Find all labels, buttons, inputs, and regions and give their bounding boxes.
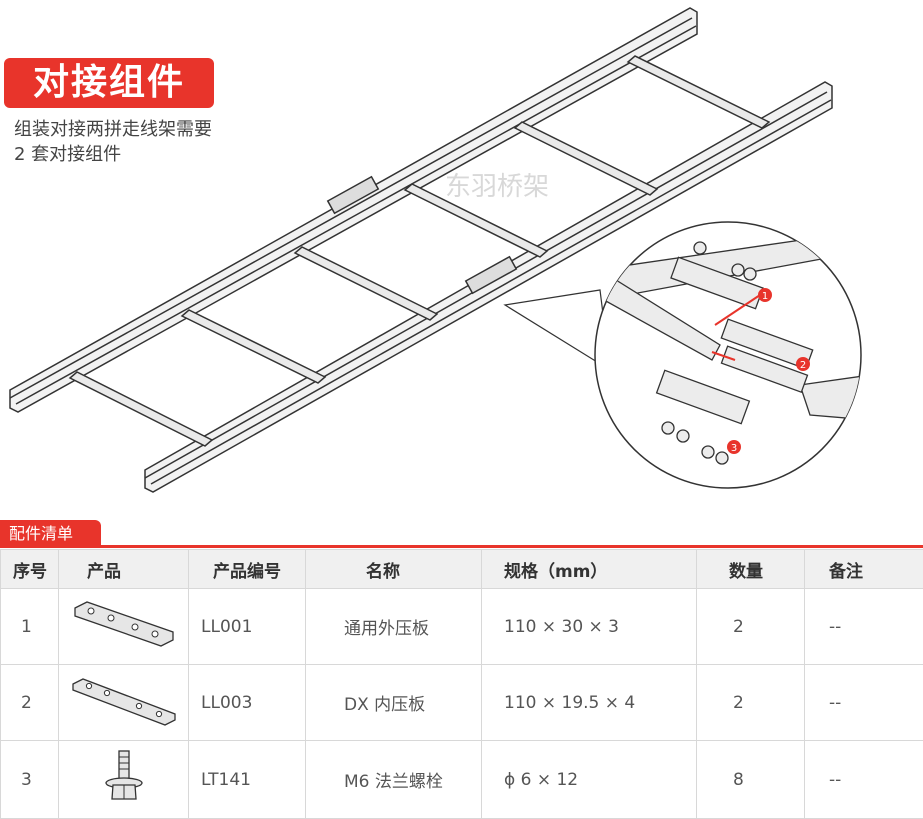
- header-code: 产品编号: [189, 550, 306, 589]
- table-row: 2 LL003 DX 内压板 110 × 19.5 × 4 2 --: [1, 665, 923, 741]
- section-divider: [0, 545, 923, 548]
- row-note: --: [805, 665, 923, 741]
- row-index: 2: [1, 665, 59, 741]
- header-qty: 数量: [697, 550, 805, 589]
- callout-3: 3: [731, 443, 737, 454]
- row-qty: 8: [697, 741, 805, 819]
- zoom-connector: [505, 290, 610, 370]
- header-note: 备注: [805, 550, 923, 589]
- row-note: --: [805, 741, 923, 819]
- cable-ladder-illustration: 东羽桥架 1 2 3: [0, 0, 923, 520]
- callout-1: 1: [762, 291, 768, 302]
- row-spec: 110 × 30 × 3: [482, 589, 697, 665]
- row-note: --: [805, 589, 923, 665]
- zoom-detail: 1 2 3: [595, 222, 870, 488]
- callout-2: 2: [800, 360, 806, 371]
- row-spec: ϕ 6 × 12: [482, 741, 697, 819]
- row-qty: 2: [697, 665, 805, 741]
- row-index: 1: [1, 589, 59, 665]
- header-product: 产品: [59, 550, 189, 589]
- row-spec: 110 × 19.5 × 4: [482, 665, 697, 741]
- inner-pressure-plate-icon: [59, 665, 189, 741]
- table-row: 3 LT141 M6 法兰螺栓 ϕ 6 × 12 8 --: [1, 741, 923, 819]
- section-label: 配件清单: [0, 520, 101, 547]
- row-name: DX 内压板: [306, 665, 482, 741]
- outer-pressure-plate-icon: [59, 589, 189, 665]
- row-qty: 2: [697, 589, 805, 665]
- table-row: 1 LL001 通用外压板 110 × 30 × 3 2 --: [1, 589, 923, 665]
- row-name: 通用外压板: [306, 589, 482, 665]
- row-code: LT141: [189, 741, 306, 819]
- watermark-text: 东羽桥架: [445, 172, 549, 202]
- header-name: 名称: [306, 550, 482, 589]
- row-code: LL001: [189, 589, 306, 665]
- row-code: LL003: [189, 665, 306, 741]
- table-header-row: 序号 产品 产品编号 名称 规格（mm） 数量 备注: [1, 550, 923, 589]
- parts-table: 序号 产品 产品编号 名称 规格（mm） 数量 备注 1 LL001 通用外压板…: [0, 549, 923, 819]
- row-index: 3: [1, 741, 59, 819]
- row-name: M6 法兰螺栓: [306, 741, 482, 819]
- section-header: 配件清单: [0, 520, 923, 547]
- header-index: 序号: [1, 550, 59, 589]
- flange-bolt-icon: [59, 741, 189, 819]
- header-spec: 规格（mm）: [482, 550, 697, 589]
